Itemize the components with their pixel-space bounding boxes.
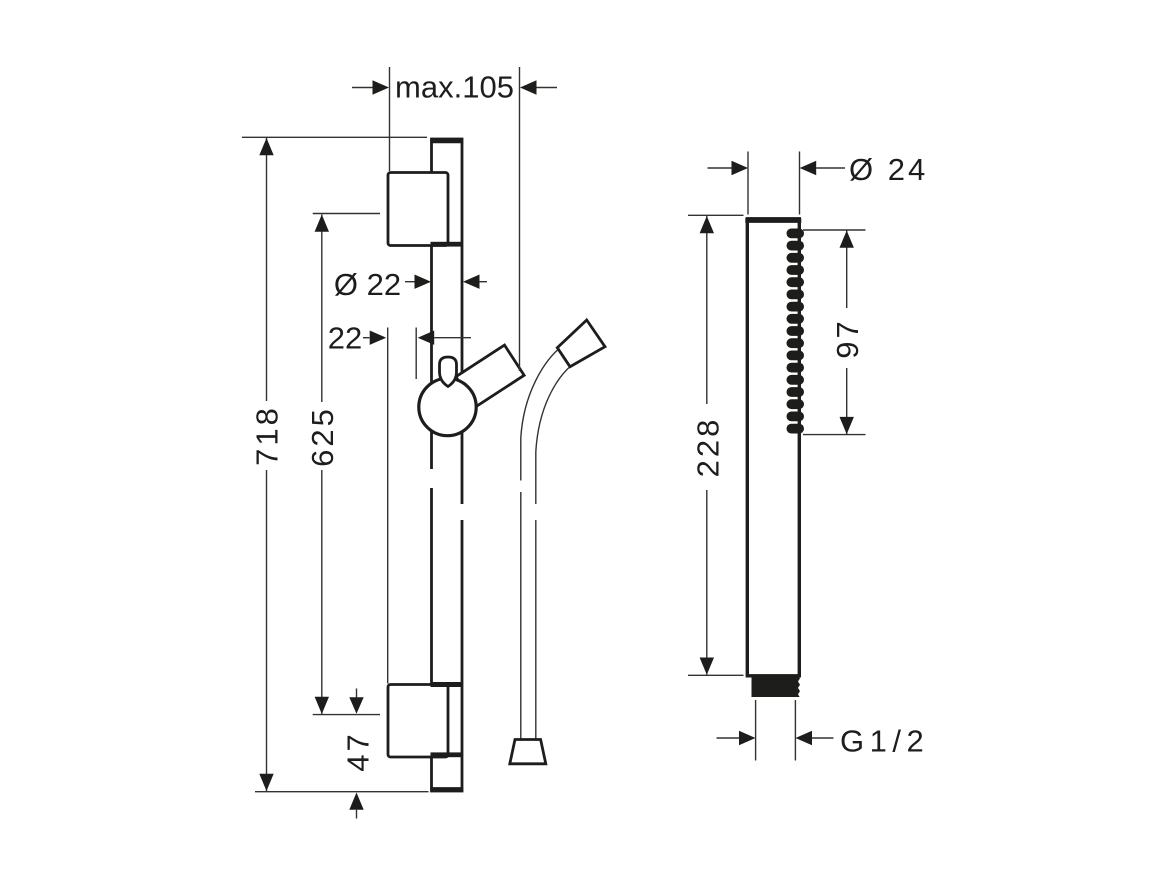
nozzle-dot (786, 228, 804, 239)
arrow-down-icon (839, 416, 854, 435)
bar-break-right (459, 504, 465, 520)
hand-shower (745, 217, 804, 698)
nozzle-dot (786, 399, 804, 410)
dimension-length: 228 (688, 214, 744, 676)
hose-inner-line (535, 366, 570, 740)
hose-outer-line (520, 349, 558, 740)
top-bracket-clamp (430, 241, 463, 247)
bottom-bracket-clamp-top (430, 682, 463, 687)
arrow-down-icon (349, 697, 364, 714)
arrow-up-icon (259, 138, 274, 156)
slider-unit (417, 343, 527, 438)
arrow-right-icon (369, 330, 387, 345)
dimension-spray-zone: 97 (803, 229, 866, 436)
dimension-bracket-spacing: 625 (305, 212, 380, 716)
hose-upper-connector (555, 317, 608, 369)
nozzle-dot (786, 350, 804, 361)
dimension-bottom-offset: 47 (341, 688, 376, 819)
arrow-down-icon (699, 657, 714, 675)
nozzle-dot (786, 277, 804, 288)
nozzle-dot (786, 374, 804, 385)
nozzle-dot (786, 301, 804, 312)
nozzle-dot (786, 289, 804, 300)
bottom-bracket-clamp-bottom (430, 752, 463, 758)
arrow-left-icon (795, 730, 812, 746)
dim-label-total-height: 718 (250, 405, 285, 466)
arrow-up-icon (699, 216, 714, 234)
hand-shower-body (745, 217, 801, 678)
dimension-bar-diameter: Ø 22 (334, 267, 487, 302)
arrow-down-icon (259, 773, 274, 791)
arrow-right-icon (739, 730, 756, 746)
nozzle-dot (786, 423, 804, 434)
bar-break-left (428, 469, 435, 488)
dim-label-bar-diameter: Ø 22 (334, 267, 401, 302)
arrow-up-icon (349, 792, 364, 810)
arrow-right-icon (731, 160, 748, 176)
dim-label-thread: G1/2 (840, 724, 929, 759)
top-wall-bracket (386, 171, 463, 247)
dimension-wall-offset: max.105 (352, 67, 557, 371)
dim-label-length: 228 (691, 417, 726, 478)
hose-break-right (532, 504, 540, 520)
spray-nozzles (786, 228, 804, 434)
arrow-up-icon (314, 214, 329, 232)
nozzle-dot (786, 265, 804, 275)
hose-conical-nut (508, 738, 548, 766)
dimension-total-height: 718 (242, 136, 429, 793)
arrow-right-icon (372, 80, 389, 95)
arrow-left-icon (463, 274, 480, 289)
dim-label-slider-offset: 22 (328, 321, 362, 356)
thread-connector (751, 675, 800, 698)
arrow-left-icon (520, 80, 537, 95)
nozzle-dot (786, 313, 804, 324)
arrow-left-icon (799, 160, 817, 176)
dim-label-wall-offset: max.105 (395, 70, 514, 105)
nozzle-dot (786, 252, 804, 263)
dim-label-head-diameter: Ø 24 (849, 152, 928, 187)
shower-hose (508, 317, 608, 766)
dim-label-bottom-offset: 47 (341, 731, 376, 771)
dimension-head-diameter: Ø 24 (707, 151, 928, 215)
bottom-bracket-plate (386, 683, 450, 759)
dimension-slider-offset: 22 (328, 321, 471, 684)
dimension-thread: G1/2 (716, 700, 929, 761)
slider-handle (438, 355, 458, 389)
nozzle-dot (786, 338, 804, 349)
arrow-right-icon (414, 274, 431, 289)
nozzle-dot (786, 387, 804, 397)
nozzle-dot (786, 362, 804, 373)
nozzle-dot (786, 411, 804, 422)
hose-break-left (517, 480, 525, 492)
nozzle-dot (786, 240, 804, 251)
nozzle-dot (786, 326, 804, 336)
dim-label-bracket-spacing: 625 (305, 406, 340, 467)
arrow-up-icon (839, 230, 854, 248)
top-bracket-plate (386, 171, 450, 247)
bottom-wall-bracket (386, 682, 463, 759)
dim-label-spray-zone: 97 (830, 318, 865, 358)
arrow-left-icon (417, 330, 435, 345)
arrow-down-icon (314, 696, 329, 714)
